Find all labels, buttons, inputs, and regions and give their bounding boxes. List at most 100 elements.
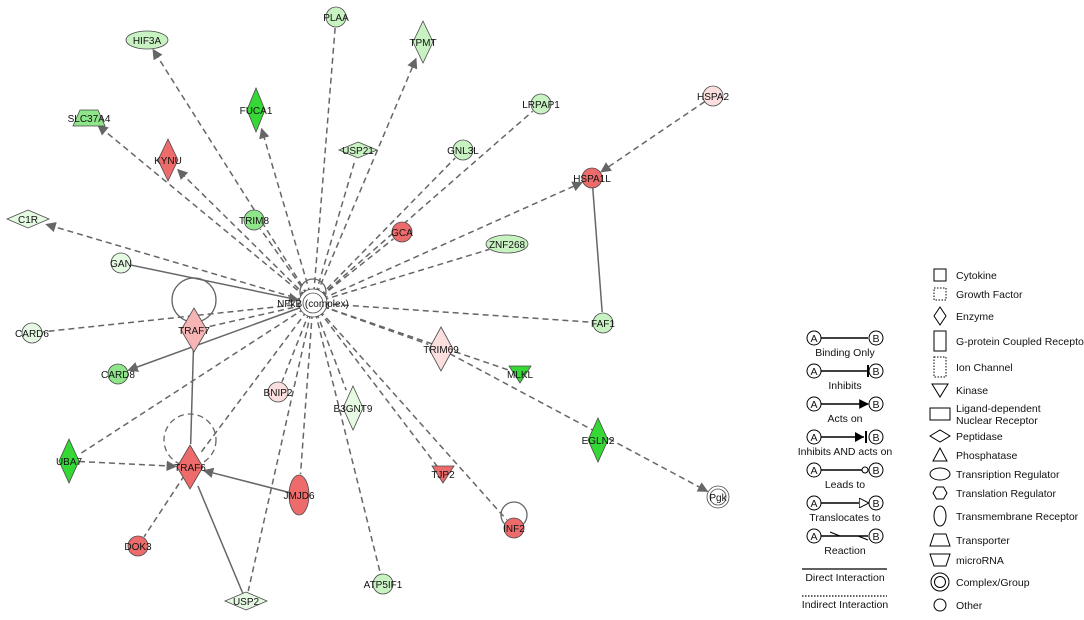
legend-edge-label: Inhibits [828, 380, 861, 392]
edge-hspa1l-to-faf1 [591, 177, 603, 313]
nodes-layer: PLAA HIF3A TPMT HSPA2 FUCA1 SLC37A4 LRPAP1KYNU… [5, 6, 730, 611]
node-traf6[interactable]: TRAF6 [174, 444, 206, 490]
node-uba7[interactable]: UBA7 [56, 438, 83, 484]
node-c1r[interactable]: C1R [5, 209, 51, 229]
node-lrpap1[interactable]: LRPAP1 [522, 93, 560, 115]
legend-node-a-label: A [810, 333, 817, 345]
edges-layer [42, 27, 714, 602]
edge-nfkb-to-traf6 [200, 302, 314, 454]
node-label-dok3: DOK3 [124, 542, 152, 553]
node-trim8[interactable]: TRIM8 [239, 209, 269, 231]
node-card6[interactable]: CARD6 [15, 322, 49, 344]
node-faf1[interactable]: FAF1 [591, 312, 615, 334]
node-gnl3l[interactable]: GNL3L [447, 139, 479, 161]
legend-shape-icon-double-circle [930, 572, 950, 592]
legend-shape-ion: Ion Channel [933, 356, 1013, 378]
legend-node-b-label: B [872, 399, 879, 411]
node-hspa1l[interactable]: HSPA1L [573, 167, 611, 189]
node-shape-fuca1 [246, 86, 266, 134]
node-fuca1[interactable]: FUCA1 [240, 86, 273, 134]
legend-shape-enzyme: Enzyme [933, 306, 994, 326]
node-znf268[interactable]: ZNF268 [485, 234, 529, 254]
legend-shape-mirna: microRNA [929, 553, 1004, 567]
edge-nfkb-to-fuca1 [259, 127, 314, 304]
legend-shape-transreg: Transription Regulator [929, 467, 1060, 481]
node-shape-b3gnt9 [342, 385, 364, 431]
self-loops-layer [163, 277, 528, 529]
edge-nfkb-to-gnl3l [312, 157, 456, 304]
node-slc37a4[interactable]: SLC37A4 [68, 109, 111, 127]
node-gan[interactable]: GAN [110, 252, 132, 274]
legend-shape-icon-diamond-h [929, 429, 951, 443]
node-hif3a[interactable]: HIF3A [125, 30, 169, 50]
node-bnip2[interactable]: BNIP2 [264, 381, 293, 403]
legend-node-b-label: B [872, 465, 879, 477]
legend-node-a-label: A [810, 498, 817, 510]
node-atp5if1[interactable]: ATP5IF1 [364, 573, 403, 595]
legend-edge-label: Binding Only [815, 347, 875, 359]
edge-nfkb-to-trim8 [259, 228, 314, 304]
node-trim69[interactable]: TRIM69 [423, 326, 459, 372]
legend-shape-cytokine: Cytokine [933, 268, 997, 282]
edge-nfkb-to-tpmt [312, 57, 418, 304]
node-shape-gca [391, 221, 413, 243]
node-kynu[interactable]: KYNU [154, 138, 182, 182]
node-dok3[interactable]: DOK3 [124, 535, 152, 557]
legend-shape-label: Complex/Group [956, 577, 1030, 589]
node-label-card8: CARD8 [101, 370, 135, 381]
node-label-gca: GCA [391, 228, 413, 239]
edge-nfkb-to-uba7 [79, 302, 314, 455]
node-shape-bnip2 [267, 381, 289, 403]
legend-node-a-label: A [810, 399, 817, 411]
legend-shape-icon-rect-v [933, 330, 947, 352]
node-shape-traf6 [176, 444, 204, 490]
node-inf2[interactable]: INF2 [503, 517, 525, 539]
node-shape-hspa2 [702, 85, 724, 107]
node-shape-trim69 [428, 326, 454, 372]
node-label-znf268: ZNF268 [489, 240, 526, 251]
node-hspa2[interactable]: HSPA2 [697, 85, 729, 107]
node-b3gnt9[interactable]: B3GNT9 [334, 385, 373, 431]
legend-reaction-mark [829, 531, 841, 537]
node-usp2[interactable]: USP2 [223, 591, 269, 611]
node-gca[interactable]: GCA [391, 221, 413, 243]
node-shape-traf7 [180, 307, 208, 353]
node-egln2[interactable]: EGLN2 [582, 417, 615, 463]
node-pgk[interactable]: Pgk [706, 485, 730, 509]
legend-shape-icon-ellipse-v [933, 505, 947, 527]
legend-shape-complex: Complex/Group [930, 572, 1030, 592]
node-plaa[interactable]: PLAA [323, 6, 349, 28]
node-usp21[interactable]: USP21 [337, 141, 379, 159]
legend-shape-peptidase: Peptidase [929, 429, 1003, 443]
legend-node-b [868, 330, 884, 346]
legend-node-a-label: A [810, 366, 817, 378]
node-card8[interactable]: CARD8 [101, 363, 135, 385]
legend-shape-tmr: Transmembrane Receptor [933, 505, 1079, 527]
legend-shape-label: Transporter [956, 535, 1010, 547]
node-traf7[interactable]: TRAF7 [178, 307, 210, 353]
node-shape-slc37a4 [72, 109, 106, 127]
legend-shape-label: Growth Factor [956, 289, 1023, 301]
node-shape-c1r [5, 209, 51, 229]
node-nfkb[interactable]: NFkB (complex) [277, 288, 349, 318]
edge-nfkb-to-hif3a [152, 48, 314, 304]
node-label-faf1: FAF1 [591, 319, 615, 330]
edge-nfkb-to-tjp2 [312, 302, 438, 467]
legend-shape-label: G-protein Coupled Receptor [956, 336, 1084, 348]
edge-nfkb-to-znf268 [312, 248, 490, 304]
edge-nfkb-to-card8 [127, 302, 314, 372]
node-mlkl[interactable]: MLKL [507, 365, 534, 384]
legend-edge-label: Acts on [827, 413, 862, 425]
legend-shape-other: Other [933, 598, 983, 612]
node-jmjd6[interactable]: JMJD6 [283, 474, 315, 516]
node-tpmt[interactable]: TPMT [409, 20, 437, 64]
node-shape-kynu [157, 138, 179, 182]
node-shape-tjp2 [431, 465, 455, 484]
legend-edge-acts: A B Acts on [806, 396, 884, 425]
legend-line-indirect: Indirect Interaction [802, 595, 888, 611]
node-tjp2[interactable]: TJP2 [431, 465, 455, 484]
node-shape-uba7 [58, 438, 80, 484]
